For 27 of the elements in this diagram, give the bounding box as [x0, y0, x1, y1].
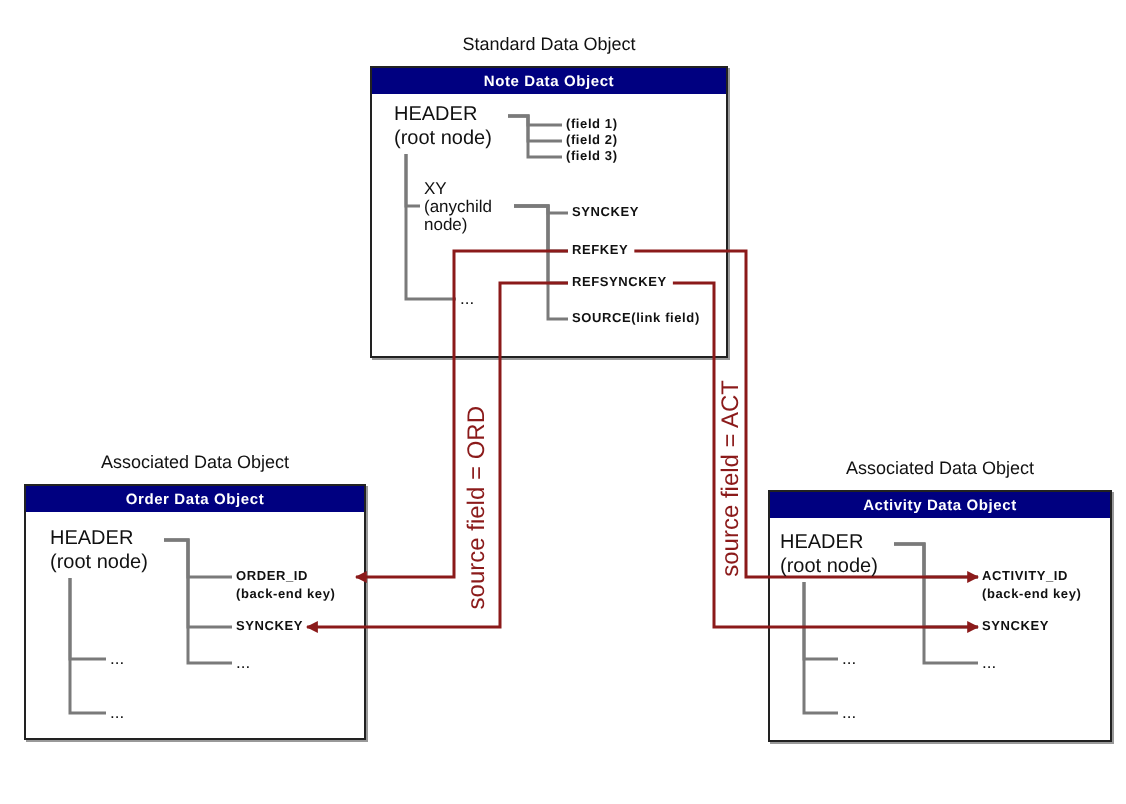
tree-node-label: ...: [236, 654, 251, 672]
tree-line: [508, 114, 562, 159]
tree-line: [68, 578, 106, 715]
tree-line: [514, 204, 568, 321]
tree-node-label: ...: [982, 654, 997, 672]
tree-line: [164, 538, 232, 665]
root-node-label: HEADER (root node): [50, 528, 158, 576]
tree-line: [404, 154, 456, 301]
tree-node-label: ...: [842, 650, 857, 668]
edge-label: source field = ACT: [718, 380, 744, 577]
arrow: [672, 281, 980, 633]
object-title: Associated Data Object: [843, 458, 1037, 478]
edge-label: source field = ORD: [464, 406, 490, 610]
arrow: [354, 249, 568, 583]
tree-node-label: XY (anychild node): [424, 180, 508, 234]
root-node-label: HEADER (root node): [780, 532, 888, 580]
arrow: [634, 249, 980, 583]
tree-node-label: ...: [842, 704, 857, 722]
tree-line: [894, 542, 978, 665]
object-title: Associated Data Object: [98, 452, 292, 472]
tree-node-label: ...: [110, 650, 125, 668]
arrow: [305, 281, 568, 633]
tree-node-label: ...: [110, 704, 125, 722]
tree-line: [802, 582, 838, 715]
object-title: Standard Data Object: [460, 34, 638, 54]
root-node-label: HEADER (root node): [394, 104, 502, 152]
tree-node-label: ...: [460, 290, 475, 308]
